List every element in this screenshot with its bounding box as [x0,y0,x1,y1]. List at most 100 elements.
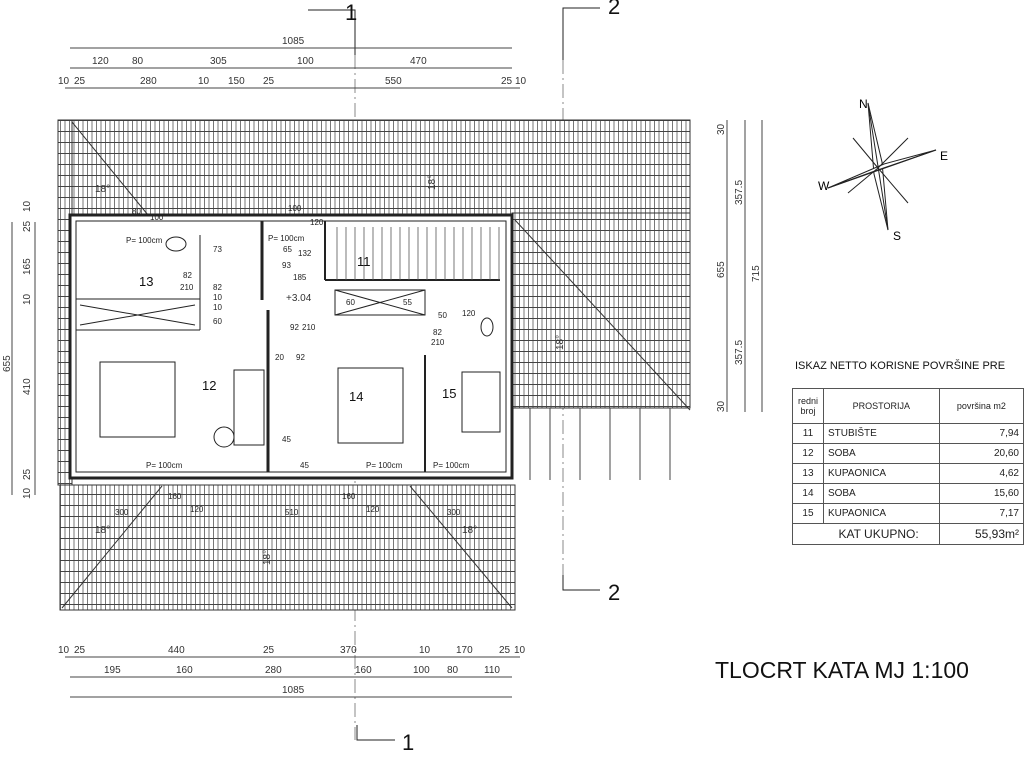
interior-dimension-label: 92 [296,353,305,362]
dimension-label: 165 [22,258,33,275]
interior-dimension-label: 132 [298,249,312,258]
dimension-label: 357.5 [734,340,745,365]
interior-dimension-label: 93 [282,261,291,270]
interior-dimension-label: 20 [275,353,284,362]
dimension-label: 10 [22,487,33,499]
dimension-label: 25 [74,645,86,656]
room-15-label: 15 [442,386,456,401]
dimension-label: 80 [447,665,459,676]
interior-dimension-label: 120 [462,309,476,318]
table-total-row: KAT UKUPNO:55,93m² [792,523,1024,545]
svg-text:P= 100cm: P= 100cm [146,461,183,470]
interior-dimension-label: 50 [438,311,447,320]
room-12-label: 12 [202,378,216,393]
dimension-label: 280 [140,76,157,87]
dimension-label: 10 [515,76,527,87]
dimension-label: 10 [58,76,70,87]
interior-dimension-label: 10 [213,303,222,312]
room-11-label: 11 [357,254,371,269]
interior-dimension-label: 300 [447,508,461,517]
compass-rose-icon [827,102,937,231]
dimension-label: 170 [456,645,473,656]
interior-dimension-label: 100 [288,204,302,213]
dimension-label: 10 [198,76,210,87]
interior-dimension-label: 120 [190,505,204,514]
svg-text:18°: 18° [95,184,110,195]
dimension-label: 370 [340,645,357,656]
dimension-label: 160 [176,665,193,676]
area-table-title: ISKAZ NETTO KORISNE POVRŠINE PRE [795,360,1006,372]
elevation-label: +3.04 [286,293,312,304]
compass-s: S [893,229,901,243]
dimension-label: 30 [716,123,727,135]
svg-text:P= 100cm: P= 100cm [433,461,470,470]
section-marker-top-1: 1 [345,0,357,25]
section-marker-top-2: 2 [608,0,620,19]
svg-text:18°: 18° [462,525,477,536]
section-marker-bottom-1: 1 [402,730,414,755]
section-marker-bottom-2: 2 [608,580,620,605]
dimension-label: 655 [2,355,13,372]
dimension-label: 160 [355,665,372,676]
interior-dimension-label: 60 [346,298,355,307]
interior-dimension-label: 45 [282,435,291,444]
interior-dimension-label: 210 [302,323,316,332]
interior-dimension-label: 45 [300,461,309,470]
interior-dimension-label: 82 [433,328,442,337]
interior-dimension-label: 80 [132,207,141,216]
interior-dimension-label: 92 [290,323,299,332]
dimension-label: 100 [297,56,314,67]
dimension-label: 1085 [282,685,305,696]
interior-dimension-label: 120 [310,218,324,227]
dimension-label: 25 [74,76,86,87]
interior-dimension-label: 60 [213,317,222,326]
interior-dimension-label: 300 [115,508,129,517]
interior-dimension-label: 65 [283,245,292,254]
interior-dimension-label: 210 [180,283,194,292]
dimension-label: 100 [413,665,430,676]
dimension-label: 25 [263,645,275,656]
dimension-label: 715 [751,265,762,282]
interior-dimension-label: 82 [183,271,192,280]
dimension-label: 10 [58,645,70,656]
interior-dimension-label: 55 [403,298,412,307]
svg-text:18°: 18° [555,335,566,350]
svg-text:P= 100cm: P= 100cm [126,236,163,245]
svg-text:18°: 18° [95,525,110,536]
dimension-label: 550 [385,76,402,87]
interior-dimension-label: 185 [293,273,307,282]
dimension-label: 10 [22,293,33,305]
dimension-label: 80 [132,56,144,67]
interior-dimension-label: 120 [366,505,380,514]
dimension-label: 25 [263,76,275,87]
dimension-label: 1085 [282,36,305,47]
dimension-label: 10 [419,645,431,656]
dimension-label: 25 [499,645,511,656]
interior-dimension-label: 73 [213,245,222,254]
dimension-label: 305 [210,56,227,67]
dimension-label: 25 [22,468,33,480]
room-14-label: 14 [349,389,363,404]
dimension-label: 25 [501,76,513,87]
interior-dimension-label: 510 [285,508,299,517]
dimension-label: 30 [716,400,727,412]
dimension-label: 440 [168,645,185,656]
compass-n: N [859,97,868,111]
building-walls [68,213,514,480]
interior-dimension-label: 210 [431,338,445,347]
svg-text:18°: 18° [262,550,273,565]
interior-dimension-label: 160 [168,492,182,501]
dimension-label: 120 [92,56,109,67]
dimension-label: 150 [228,76,245,87]
dimension-label: 10 [514,645,526,656]
area-table-header: redni broj PROSTORIJA površina m2 [792,388,1024,424]
dimension-label: 357.5 [734,180,745,205]
interior-dimension-label: 100 [150,213,164,222]
interior-dimension-label: 82 [213,283,222,292]
